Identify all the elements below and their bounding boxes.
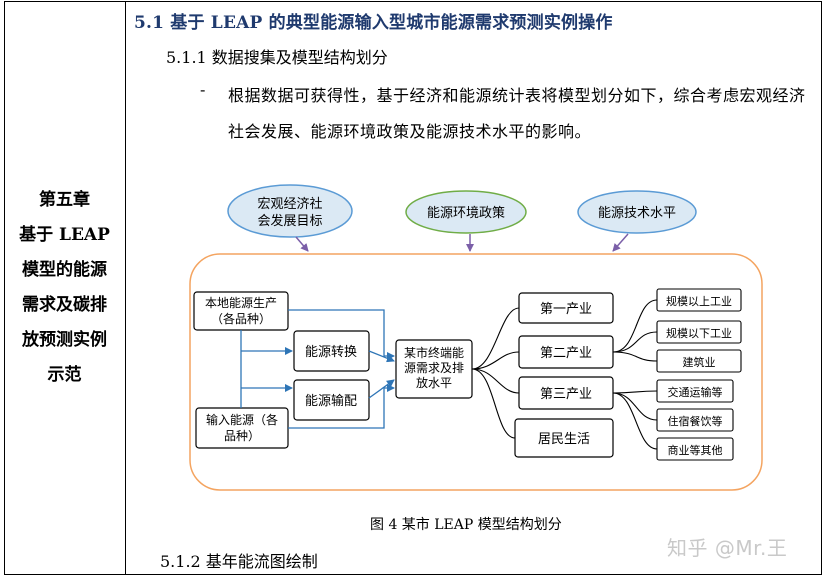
connector-line (471, 351, 520, 370)
subsector-above-scale-label: 规模以上工业 (666, 294, 732, 308)
tech-label: 能源技术水平 (598, 206, 676, 221)
subsector-lodging-label: 住宿餐饮等 (668, 414, 723, 428)
section-heading: 5.1 基于 LEAP 的典型能源输入型城市能源需求预测实例操作 (134, 13, 613, 33)
chapter-line: 示范 (47, 365, 82, 385)
subsection-heading-2: 5.1.2 基年能流图绘制 (160, 552, 318, 571)
sector-primary-label: 第一产业 (540, 302, 592, 317)
subsector-construction-label: 建筑业 (683, 355, 716, 369)
subsector-transport-label: 交通运输等 (668, 385, 723, 399)
terminal-demand-label: 源需求及排 (404, 361, 464, 375)
local-production-label: （各品种） (211, 311, 271, 326)
subsector-commerce-label: 商业等其他 (668, 443, 723, 457)
flow-line (288, 384, 395, 429)
connector-line (471, 307, 520, 370)
column-divider (125, 1, 126, 575)
import-energy-label: 输入能源（各 (206, 412, 278, 427)
zhihu-watermark: 知乎 @Mr.王 (667, 536, 788, 560)
model-container (189, 253, 763, 491)
import-energy-label: 品种） (224, 429, 260, 443)
flow-line (368, 350, 395, 363)
local-production-label: 本地能源生产 (205, 296, 277, 310)
table-frame (4, 1, 822, 575)
chapter-title: 第五章 基于 LEAP 模型的能源 需求及碳排 放预测实例 示范 (4, 183, 125, 393)
macro-goal-ellipse (227, 184, 353, 238)
tech-ellipse (577, 190, 697, 234)
connector-line (471, 368, 516, 439)
bullet-paragraph: 根据数据可获得性，基于经济和能源统计表将模型划分如下，综合考虑宏观经济社会发展、… (228, 86, 806, 141)
conversion-label: 能源转换 (305, 345, 357, 360)
macro-goal-label: 宏观经济社 (257, 196, 322, 212)
distribution-box (293, 379, 370, 421)
connector-line (612, 351, 658, 362)
connector-line (612, 299, 658, 353)
sector-tertiary-label: 第三产业 (540, 387, 592, 402)
chapter-line: 需求及碳排 (22, 295, 107, 315)
connector-line (612, 331, 658, 353)
terminal-demand-label: 放水平 (416, 375, 452, 390)
distribution-label: 能源输配 (305, 393, 357, 409)
macro-goal-label: 会发展目标 (257, 213, 322, 229)
subsection-heading: 5.1.1 数据搜集及模型结构划分 (166, 48, 388, 67)
policy-label: 能源环境政策 (427, 205, 505, 221)
connector-line (612, 392, 658, 421)
bullet-marker: - (200, 80, 206, 99)
connector-line (612, 392, 658, 450)
chapter-line: 放预测实例 (22, 330, 107, 350)
chapter-line: 基于 LEAP (19, 225, 110, 245)
subsector-below-scale-label: 规模以下工业 (666, 326, 732, 340)
terminal-demand-label: 某市终端能 (404, 345, 464, 360)
figure-caption: 图 4 某市 LEAP 模型结构划分 (370, 517, 562, 533)
influence-arrow (612, 233, 629, 252)
sector-secondary-label: 第二产业 (540, 346, 592, 361)
sector-residential-label: 居民生活 (538, 432, 590, 447)
connector-line (612, 390, 658, 394)
chapter-line: 第五章 (39, 190, 90, 210)
connector-line (471, 368, 520, 394)
influence-arrow (295, 236, 309, 252)
chapter-line: 模型的能源 (22, 260, 107, 280)
policy-ellipse (405, 190, 527, 234)
flow-line (368, 379, 395, 399)
